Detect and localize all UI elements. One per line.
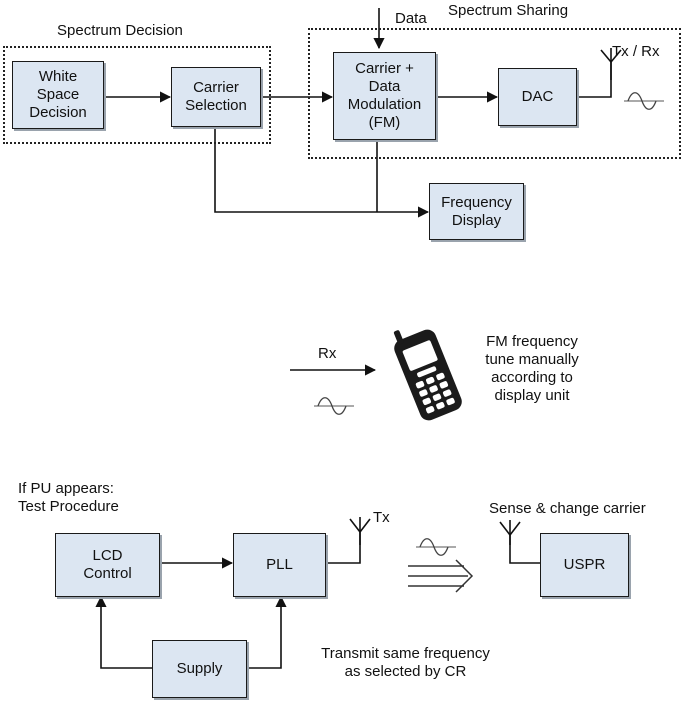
spectrum-decision-title: Spectrum Decision — [57, 22, 183, 39]
transmit-frequency-note: Transmit same frequency as selected by C… — [321, 645, 490, 680]
supply-block: Supply — [152, 640, 247, 698]
arrow-supply-to-lcd — [95, 595, 152, 669]
antenna-icon — [349, 517, 371, 545]
rx-label: Rx — [318, 345, 337, 362]
sine-wave-icon — [624, 92, 664, 110]
mobile-phone-icon — [393, 329, 462, 421]
wire-uspr-to-antenna — [509, 535, 540, 564]
wire-pll-to-antenna — [326, 532, 361, 564]
pll-tx-label: Tx — [373, 509, 390, 526]
sine-wave-icon — [314, 397, 354, 415]
pll-block: PLL — [233, 533, 326, 597]
spectrum-sharing-title: Spectrum Sharing — [448, 2, 569, 19]
pu-test-note: If PU appears: Test Procedure — [18, 480, 119, 515]
antenna-icon — [600, 48, 622, 80]
uspr-block: USPR — [540, 533, 629, 597]
tx-rx-label: Tx / Rx — [612, 43, 660, 60]
dac-block: DAC — [498, 68, 577, 126]
antenna-icon — [499, 520, 521, 545]
modulation-block: Carrier + Data Modulation (FM) — [333, 52, 436, 140]
data-input-label: Data — [395, 10, 427, 27]
arrow-carrier-to-display — [214, 127, 430, 218]
frequency-display-block: Frequency Display — [429, 183, 524, 240]
white-space-decision-block: White Space Decision — [12, 61, 104, 129]
arrow-supply-to-pll — [247, 595, 287, 669]
fm-tune-note: FM frequency tune manually according to … — [485, 333, 579, 404]
lcd-control-block: LCD Control — [55, 533, 160, 597]
spectrum-decision-frame — [3, 46, 271, 144]
sine-wave-icon — [416, 538, 456, 556]
sense-change-label: Sense & change carrier — [489, 500, 646, 517]
spectrum-sharing-frame — [308, 28, 681, 159]
carrier-selection-block: Carrier Selection — [171, 67, 261, 127]
transmission-arrow-icon — [408, 559, 474, 593]
